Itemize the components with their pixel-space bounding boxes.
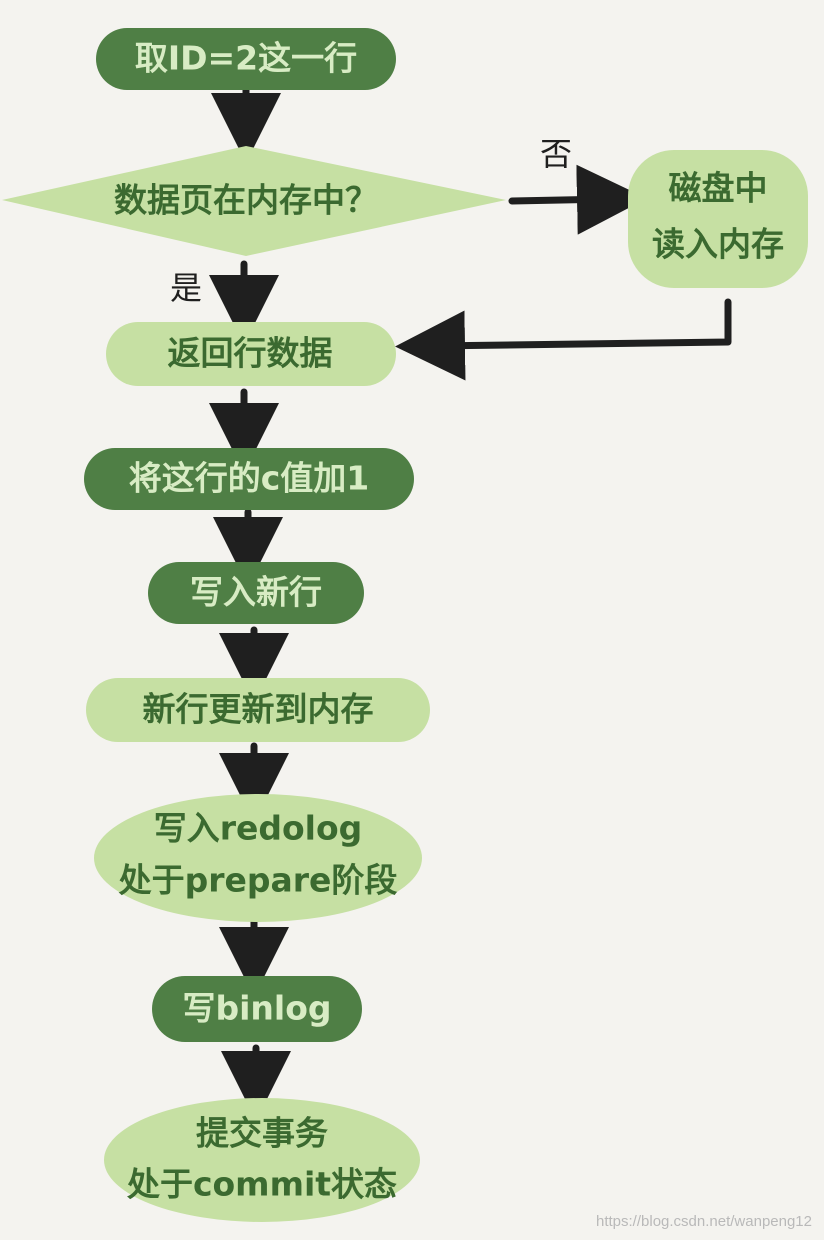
node-fetch-row-label: 取ID=2这一行	[135, 39, 357, 78]
node-write-redolog-line2: 处于prepare阶段	[118, 861, 398, 900]
node-write-binlog: 写binlog	[152, 976, 362, 1042]
node-update-memory: 新行更新到内存	[86, 678, 430, 742]
node-return-row-label: 返回行数据	[168, 334, 333, 373]
arrow-question-to-disk	[508, 164, 647, 235]
node-commit: 提交事务 处于commit状态	[104, 1098, 420, 1222]
node-disk-read-line1: 磁盘中	[669, 169, 768, 208]
node-commit-line2: 处于commit状态	[126, 1165, 397, 1204]
node-disk-read-line2: 读入内存	[652, 225, 784, 264]
label-no: 否	[540, 135, 572, 173]
node-update-memory-label: 新行更新到内存	[143, 690, 374, 729]
node-in-memory-question-label: 数据页在内存中？	[114, 181, 378, 220]
node-write-new-row-label: 写入新行	[190, 573, 322, 612]
edges	[209, 80, 732, 1121]
node-write-new-row: 写入新行	[148, 562, 364, 624]
node-add-one: 将这行的c值加1	[84, 448, 414, 510]
node-return-row: 返回行数据	[106, 322, 396, 386]
node-fetch-row: 取ID=2这一行	[96, 28, 396, 90]
watermark-text: https://blog.csdn.net/wanpeng12	[596, 1213, 812, 1230]
node-write-binlog-label: 写binlog	[182, 989, 331, 1028]
node-add-one-label: 将这行的c值加1	[129, 459, 370, 498]
node-write-redolog-line1: 写入redolog	[154, 809, 363, 848]
arrow-disk-to-return	[395, 298, 732, 381]
label-yes: 是	[170, 269, 202, 307]
node-in-memory-question: 数据页在内存中？	[2, 146, 506, 256]
node-commit-line1: 提交事务	[196, 1114, 328, 1153]
node-disk-read: 磁盘中 读入内存	[628, 150, 808, 288]
node-write-redolog: 写入redolog 处于prepare阶段	[94, 794, 422, 922]
